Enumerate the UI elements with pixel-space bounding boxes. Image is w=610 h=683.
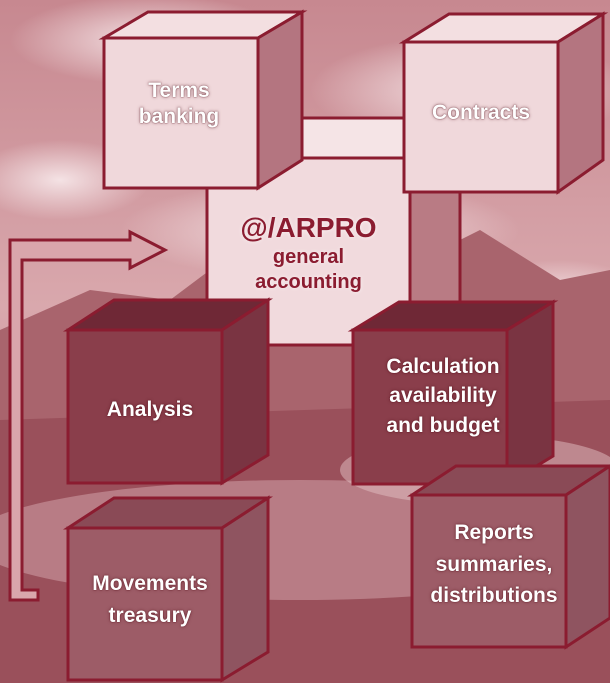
center-line2: general [272,246,345,268]
movements-treasury-label: Movements treasury [58,568,242,631]
center-line3: accounting [255,271,362,293]
reports-line2: summaries, [435,552,553,576]
movements-line2: treasury [108,603,192,627]
reports-label: Reports summaries, distributions [412,517,576,612]
analysis-label: Analysis [68,397,232,423]
analysis-cube [0,0,274,486]
movements-line1: Movements [92,572,208,595]
contracts-cube [0,0,609,195]
analysis-line1: Analysis [106,398,194,421]
terms-banking-cube [0,0,308,191]
terms-line2: banking [138,105,220,129]
contracts-label: Contracts [404,100,558,126]
movements-treasury-cube [0,0,274,683]
terms-banking-label: Terms banking [104,78,254,131]
reports-line1: Reports [454,521,534,544]
contracts-line1: Contracts [431,101,531,124]
calculation-line1: Calculation [386,355,500,378]
terms-line1: Terms [148,79,210,102]
calculation-cube [0,0,559,487]
reports-line3: distributions [430,584,558,607]
reports-cube [0,0,610,650]
calculation-line3: and budget [386,413,500,437]
center-label: @/ARPRO general accounting [207,210,410,295]
center-title: @/ARPRO [240,212,377,243]
calculation-line2: availability [389,384,497,408]
calculation-label: Calculation availability and budget [353,352,533,440]
